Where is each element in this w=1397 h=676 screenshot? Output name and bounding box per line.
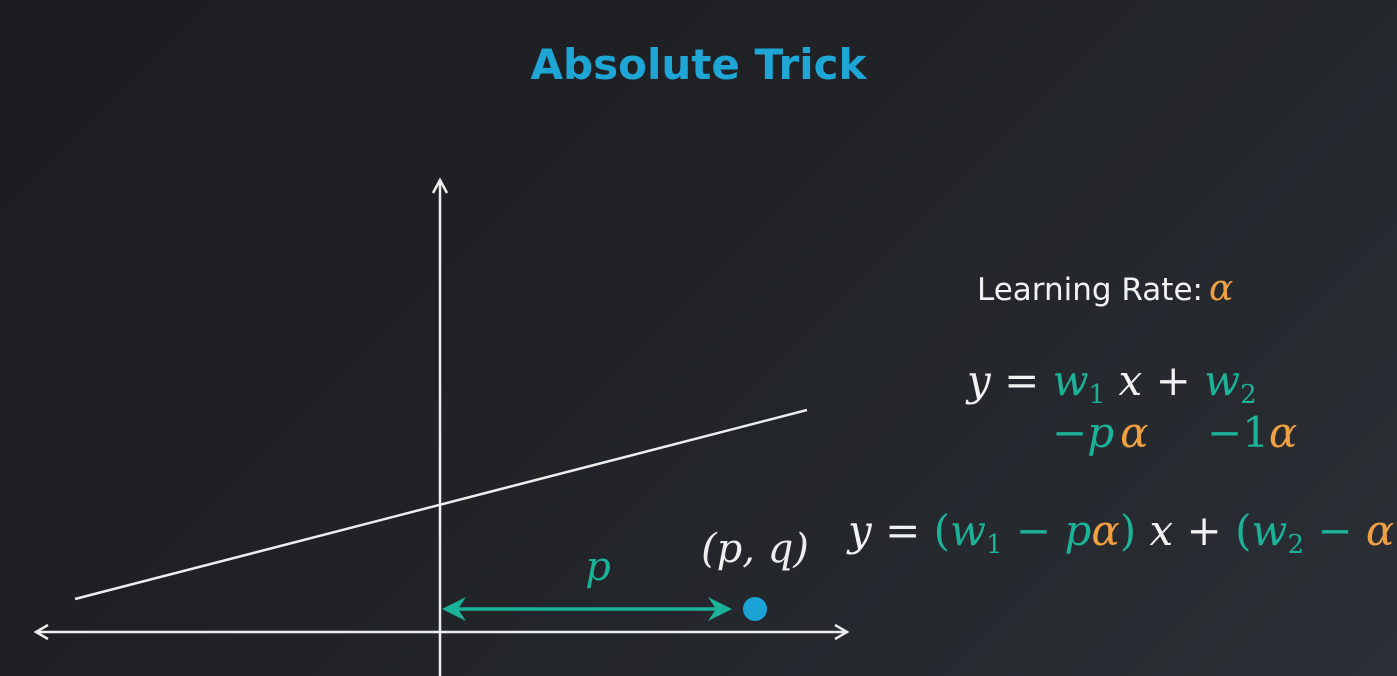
eq1-plus: + <box>1155 356 1191 405</box>
updated-equation: y = (w1 − pα) x + (w2 − α) <box>848 506 1397 560</box>
y-axis-arrowhead <box>431 177 449 194</box>
slide-title: Absolute Trick <box>530 40 867 89</box>
w2-update-term: −1α <box>1207 408 1298 457</box>
learning-rate-text: Learning Rate: <box>977 272 1203 308</box>
eq1-y: y <box>967 356 991 405</box>
eq1-w1: w1 <box>1052 356 1106 410</box>
eq1-x: x <box>1118 356 1143 405</box>
data-point <box>743 597 767 621</box>
distance-arrow-right-head <box>708 597 732 621</box>
regression-line <box>74 408 808 601</box>
equation-line: y = w1 x + w2 <box>967 356 1257 410</box>
eq1-equals: = <box>1004 356 1040 405</box>
learning-rate-symbol: α <box>1208 268 1234 309</box>
x-axis-left-arrowhead <box>33 623 49 641</box>
learning-rate-label: Learning Rate:α <box>977 268 1233 309</box>
distance-label: p <box>585 544 611 590</box>
x-axis-right-arrowhead <box>834 623 850 641</box>
point-label: (p, q) <box>701 526 809 572</box>
eq1-w2: w2 <box>1204 356 1257 410</box>
distance-arrow-left-head <box>442 597 466 621</box>
